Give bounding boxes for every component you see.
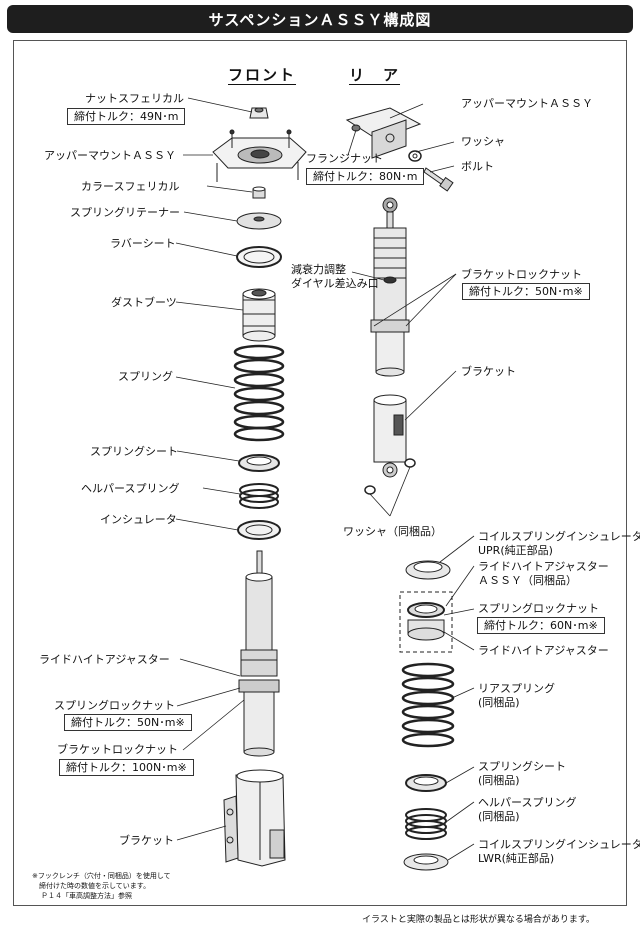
label-front-spring: スプリング bbox=[118, 370, 173, 383]
label-rear-spring-line-1: リアスプリング bbox=[478, 682, 555, 695]
torque-flange-nut: 締付トルク：80N･m bbox=[306, 168, 425, 185]
label-front-upper-mount: アッパーマウントＡＳＳＹ bbox=[44, 149, 176, 162]
note-line-3: Ｐ１４「車高調整方法」参照 bbox=[41, 892, 132, 900]
label-coil-upr-line-2: UPR(純正部品) bbox=[478, 544, 553, 557]
footer-disclaimer: イラストと実際の製品とは形状が異なる場合があります。 bbox=[362, 915, 595, 925]
label-rubber-seat: ラバーシート bbox=[110, 237, 176, 250]
nut-spherical-part bbox=[249, 107, 269, 119]
note-line-1: ※フックレンチ（穴付・同梱品）を使用して bbox=[32, 872, 171, 880]
rear-bolt-part bbox=[423, 167, 454, 192]
rear-ride-height-part bbox=[407, 602, 445, 641]
label-rear-spring-seat-line-1: スプリングシート bbox=[478, 760, 566, 773]
rear-upper-mount-part bbox=[345, 107, 422, 159]
label-front-bracket: ブラケット bbox=[119, 834, 174, 847]
torque-rear-spring-lock: 締付トルク：60N･m※ bbox=[477, 617, 605, 634]
torque-front-bracket-lock: 締付トルク：100N･m※ bbox=[59, 759, 194, 776]
front-upper-mount-part bbox=[212, 129, 307, 182]
label-damping-line-2: ダイヤル差込み口 bbox=[291, 277, 379, 290]
label-front-spring-seat: スプリングシート bbox=[90, 445, 178, 458]
label-front-insulator: インシュレータ bbox=[100, 513, 177, 526]
torque-nut-spherical: 締付トルク：49N･m bbox=[67, 108, 186, 125]
front-damper-part bbox=[238, 550, 280, 757]
label-front-helper-spring: ヘルパースプリング bbox=[81, 482, 180, 495]
front-insulator-part bbox=[237, 520, 281, 540]
label-rear-bolt: ボルト bbox=[461, 160, 494, 173]
label-collar-spherical: カラースフェリカル bbox=[81, 180, 180, 193]
label-ride-height-assy-line-1: ライドハイトアジャスター bbox=[478, 560, 609, 573]
diagram-frame bbox=[13, 40, 627, 906]
page-title: サスペンションＡＳＳＹ構成図 bbox=[7, 5, 633, 33]
front-spring-seat-part bbox=[238, 454, 280, 472]
label-front-bracket-lock-nut: ブラケットロックナット bbox=[57, 743, 178, 756]
label-rear-bracket: ブラケット bbox=[461, 365, 516, 378]
label-nut-spherical: ナットスフェリカル bbox=[85, 92, 184, 105]
label-rear-washer-included: ワッシャ（同梱品） bbox=[343, 525, 442, 538]
label-rear-spring-line-2: (同梱品) bbox=[478, 696, 520, 709]
label-spring-retainer: スプリングリテーナー bbox=[70, 206, 180, 219]
torque-rear-bracket-lock: 締付トルク：50N･m※ bbox=[462, 283, 590, 300]
coil-insulator-lwr-part bbox=[403, 853, 449, 871]
label-rear-bracket-lock-nut: ブラケットロックナット bbox=[461, 268, 582, 281]
rear-section-label: リ ア bbox=[349, 66, 401, 84]
label-rear-ride-height: ライドハイトアジャスター bbox=[478, 644, 609, 657]
rear-damper-part bbox=[370, 197, 410, 377]
label-rear-spring-seat-line-2: (同梱品) bbox=[478, 774, 520, 787]
torque-front-spring-lock: 締付トルク：50N･m※ bbox=[64, 714, 192, 731]
front-bracket-part bbox=[223, 769, 286, 867]
spring-retainer-part bbox=[236, 212, 282, 230]
front-spring-part bbox=[233, 344, 285, 442]
dust-boot-part bbox=[242, 288, 276, 342]
rubber-seat-part bbox=[236, 246, 282, 268]
note-line-2: 締付けた時の数値を示しています。 bbox=[39, 882, 151, 890]
label-flange-nut: フランジナット bbox=[306, 152, 383, 165]
rear-spring-seat-part bbox=[405, 774, 447, 792]
rear-spring-part bbox=[401, 662, 455, 748]
label-front-spring-lock-nut: スプリングロックナット bbox=[54, 699, 175, 712]
label-rear-helper-line-2: (同梱品) bbox=[478, 810, 520, 823]
label-rear-washer: ワッシャ bbox=[461, 135, 505, 148]
front-helper-spring-part bbox=[239, 483, 279, 509]
label-coil-lwr-line-2: LWR(純正部品) bbox=[478, 852, 555, 865]
label-rear-spring-lock-nut: スプリングロックナット bbox=[478, 602, 599, 615]
label-ride-height-assy-line-2: ＡＳＳＹ（同梱品） bbox=[478, 574, 577, 587]
rear-washer-part bbox=[408, 150, 422, 162]
label-coil-lwr-line-1: コイルスプリングインシュレータ bbox=[478, 838, 640, 851]
label-front-ride-height: ライドハイトアジャスター bbox=[39, 653, 170, 666]
rear-helper-spring-part bbox=[405, 808, 447, 840]
label-rear-upper-mount: アッパーマウントＡＳＳＹ bbox=[461, 97, 593, 110]
label-coil-upr-line-1: コイルスプリングインシュレータ bbox=[478, 530, 640, 543]
front-section-label: フロント bbox=[228, 66, 297, 84]
collar-spherical-part bbox=[252, 186, 266, 199]
leader-lines bbox=[175, 97, 475, 861]
label-rear-helper-line-1: ヘルパースプリング bbox=[478, 796, 577, 809]
coil-insulator-upr-part bbox=[405, 560, 451, 580]
label-dust-boot: ダストブーツ bbox=[111, 296, 177, 309]
label-damping-line-1: 減衰力調整 bbox=[291, 263, 346, 276]
rear-bracket-part bbox=[373, 394, 407, 478]
